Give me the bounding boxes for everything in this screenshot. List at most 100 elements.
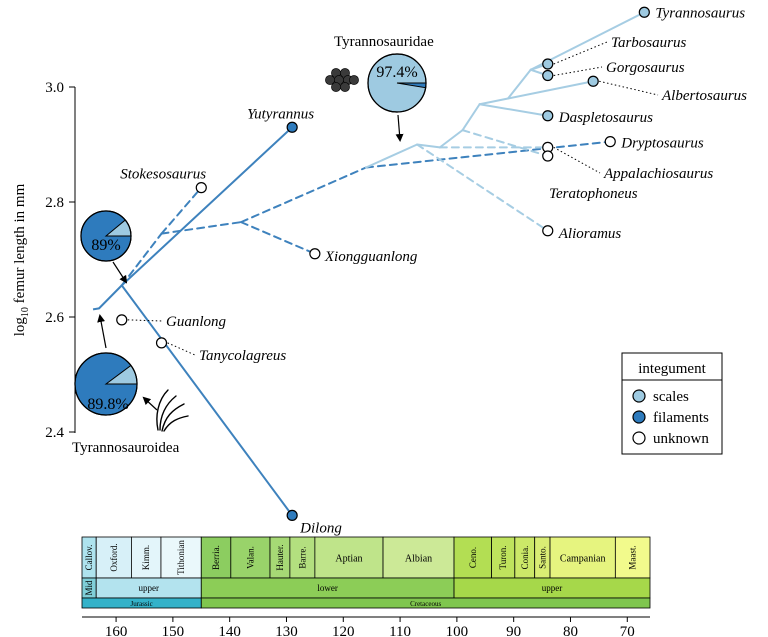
branch-n3-n4: [240, 166, 367, 224]
point-dryptosaurus: [604, 136, 616, 148]
taxon-label-xiongguanlong: Xiongguanlong: [324, 249, 418, 265]
leader-guanlong: [127, 319, 163, 322]
point-guanlong: [116, 314, 128, 326]
stage-label-oxford: Oxford.: [109, 543, 119, 571]
point-xiongguanlong: [309, 248, 321, 260]
x-tick-label: 100: [446, 624, 469, 637]
point-gorgosaurus: [542, 69, 554, 82]
pie-outline: [367, 53, 427, 113]
pie-label: 89.8%: [87, 396, 128, 413]
pie-label: 89%: [91, 237, 120, 254]
stage-label-aptian: Aptian: [335, 554, 362, 565]
epoch-label-upper: upper: [138, 583, 159, 593]
point-alioramus: [542, 225, 554, 237]
y-tick-label: 2.8: [45, 195, 64, 211]
point-tyrannosaurus: [638, 6, 650, 18]
period-label-jurassic: Jurassic: [131, 600, 153, 608]
clade-label-tyrannosauridae: Tyrannosauridae: [334, 34, 434, 50]
y-axis-label: log10 femur length in mm: [12, 183, 31, 336]
taxon-label-tarbosaurus: Tarbosaurus: [611, 35, 686, 51]
point-dilong: [286, 509, 298, 521]
taxon-label-teratophoneus: Teratophoneus: [549, 186, 638, 202]
taxon-label-dilong: Dilong: [299, 520, 342, 536]
epoch-label-lower: lower: [317, 583, 338, 593]
y-axis-label-rest: femur length in mm: [12, 183, 28, 307]
stage-label-campanian: Campanian: [560, 554, 606, 565]
arrow-89-pie: [112, 261, 128, 284]
x-tick-label: 90: [506, 624, 521, 637]
arrow-tyrannosauridae: [395, 114, 404, 142]
taxa: TyrannosaurusTarbosaurusGorgosaurusAlber…: [116, 5, 747, 536]
x-tick-label: 70: [620, 624, 635, 637]
taxon-label-gorgosaurus: Gorgosaurus: [606, 60, 685, 76]
taxon-label-stokesosaurus: Stokesosaurus: [120, 167, 206, 183]
stage-maast: [614, 536, 651, 579]
branch-n2-n3: [160, 221, 243, 235]
pie-tyrannosauridae: 97.4%: [367, 53, 427, 113]
branch-n7-teratophoneus: [461, 129, 549, 157]
stage-label-maast: Maast.: [628, 545, 638, 569]
point-albertosaurus: [587, 75, 599, 87]
legend-swatch-filaments: [632, 410, 646, 424]
pie-outline: [74, 352, 138, 416]
x-tick-label: 120: [332, 624, 355, 637]
leader-tarbosaurus: [553, 41, 608, 65]
clade-label-tyrannosauroidea: Tyrannosauroidea: [72, 440, 180, 456]
leader-gorgosaurus: [553, 66, 603, 76]
branch-n9-albertosaurus: [507, 80, 595, 100]
x-tick-label: 160: [105, 624, 128, 637]
y-tick-label: 2.4: [45, 425, 64, 441]
stage-aptian: [314, 536, 384, 579]
branch-n5-alioramus: [416, 143, 549, 232]
filament-tuft-icon: [156, 389, 189, 432]
stage-label-conia: Conia.: [520, 546, 530, 570]
stage-ceno: [453, 536, 492, 579]
branch-n4-n5: [365, 143, 419, 169]
branch-n8-daspletosaurus: [478, 103, 549, 117]
point-daspletosaurus: [542, 110, 554, 122]
point-stokesosaurus: [195, 182, 207, 194]
legend-label-unknown: unknown: [653, 431, 709, 447]
taxon-label-alioramus: Alioramus: [558, 226, 622, 242]
leader-tanycolagreus: [167, 342, 196, 356]
y-ticks: 2.42.62.83.0: [45, 80, 75, 441]
taxon-label-dryptosaurus: Dryptosaurus: [620, 136, 704, 152]
point-tarbosaurus: [542, 58, 554, 70]
x-tick-label: 110: [389, 624, 411, 637]
point-yutyrannus: [286, 121, 298, 133]
epoch-label-mid: Mid: [84, 580, 94, 596]
pie-arrows: [97, 114, 404, 411]
legend-swatch-unknown: [632, 431, 646, 445]
y-tick-label: 2.6: [45, 310, 64, 326]
x-tick-label: 80: [563, 624, 578, 637]
period-label-cretaceous: Cretaceous: [410, 600, 441, 608]
taxon-label-guanlong: Guanlong: [166, 314, 227, 330]
pies: 97.4% 89% 89.8%: [74, 53, 427, 416]
branch-n7-n8: [461, 103, 481, 132]
branch-root-stem: [92, 307, 100, 311]
stage-label-valan: Valan.: [245, 546, 255, 569]
branch-n1-dilong: [120, 284, 294, 517]
taxon-label-daspletosaurus: Daspletosaurus: [558, 110, 653, 126]
branch-n8-n9: [478, 97, 509, 106]
stage-label-ceno: Ceno.: [468, 547, 478, 568]
pie-label: 97.4%: [376, 64, 417, 81]
epoch-label-upper: upper: [542, 583, 563, 593]
branch-n2-stokesosaurus: [160, 186, 203, 235]
pie-tyrannosauroidea: 89.8%: [74, 352, 138, 416]
branch-n9-n10: [507, 68, 532, 100]
stage-label-callov: Callov.: [84, 545, 94, 571]
x-tick-label: 140: [218, 624, 241, 637]
stage-label-albian: Albian: [405, 554, 432, 565]
branch-n4-dryptosaurus: [365, 140, 612, 169]
stage-label-turon: Turon.: [498, 546, 508, 570]
taxon-label-appalachiosaurus: Appalachiosaurus: [603, 166, 713, 182]
branch-n1-n2: [120, 232, 163, 287]
x-tick-label: 130: [275, 624, 298, 637]
point-tanycolagreus: [155, 337, 168, 349]
branch-n3-xiongguanlong: [240, 221, 316, 255]
